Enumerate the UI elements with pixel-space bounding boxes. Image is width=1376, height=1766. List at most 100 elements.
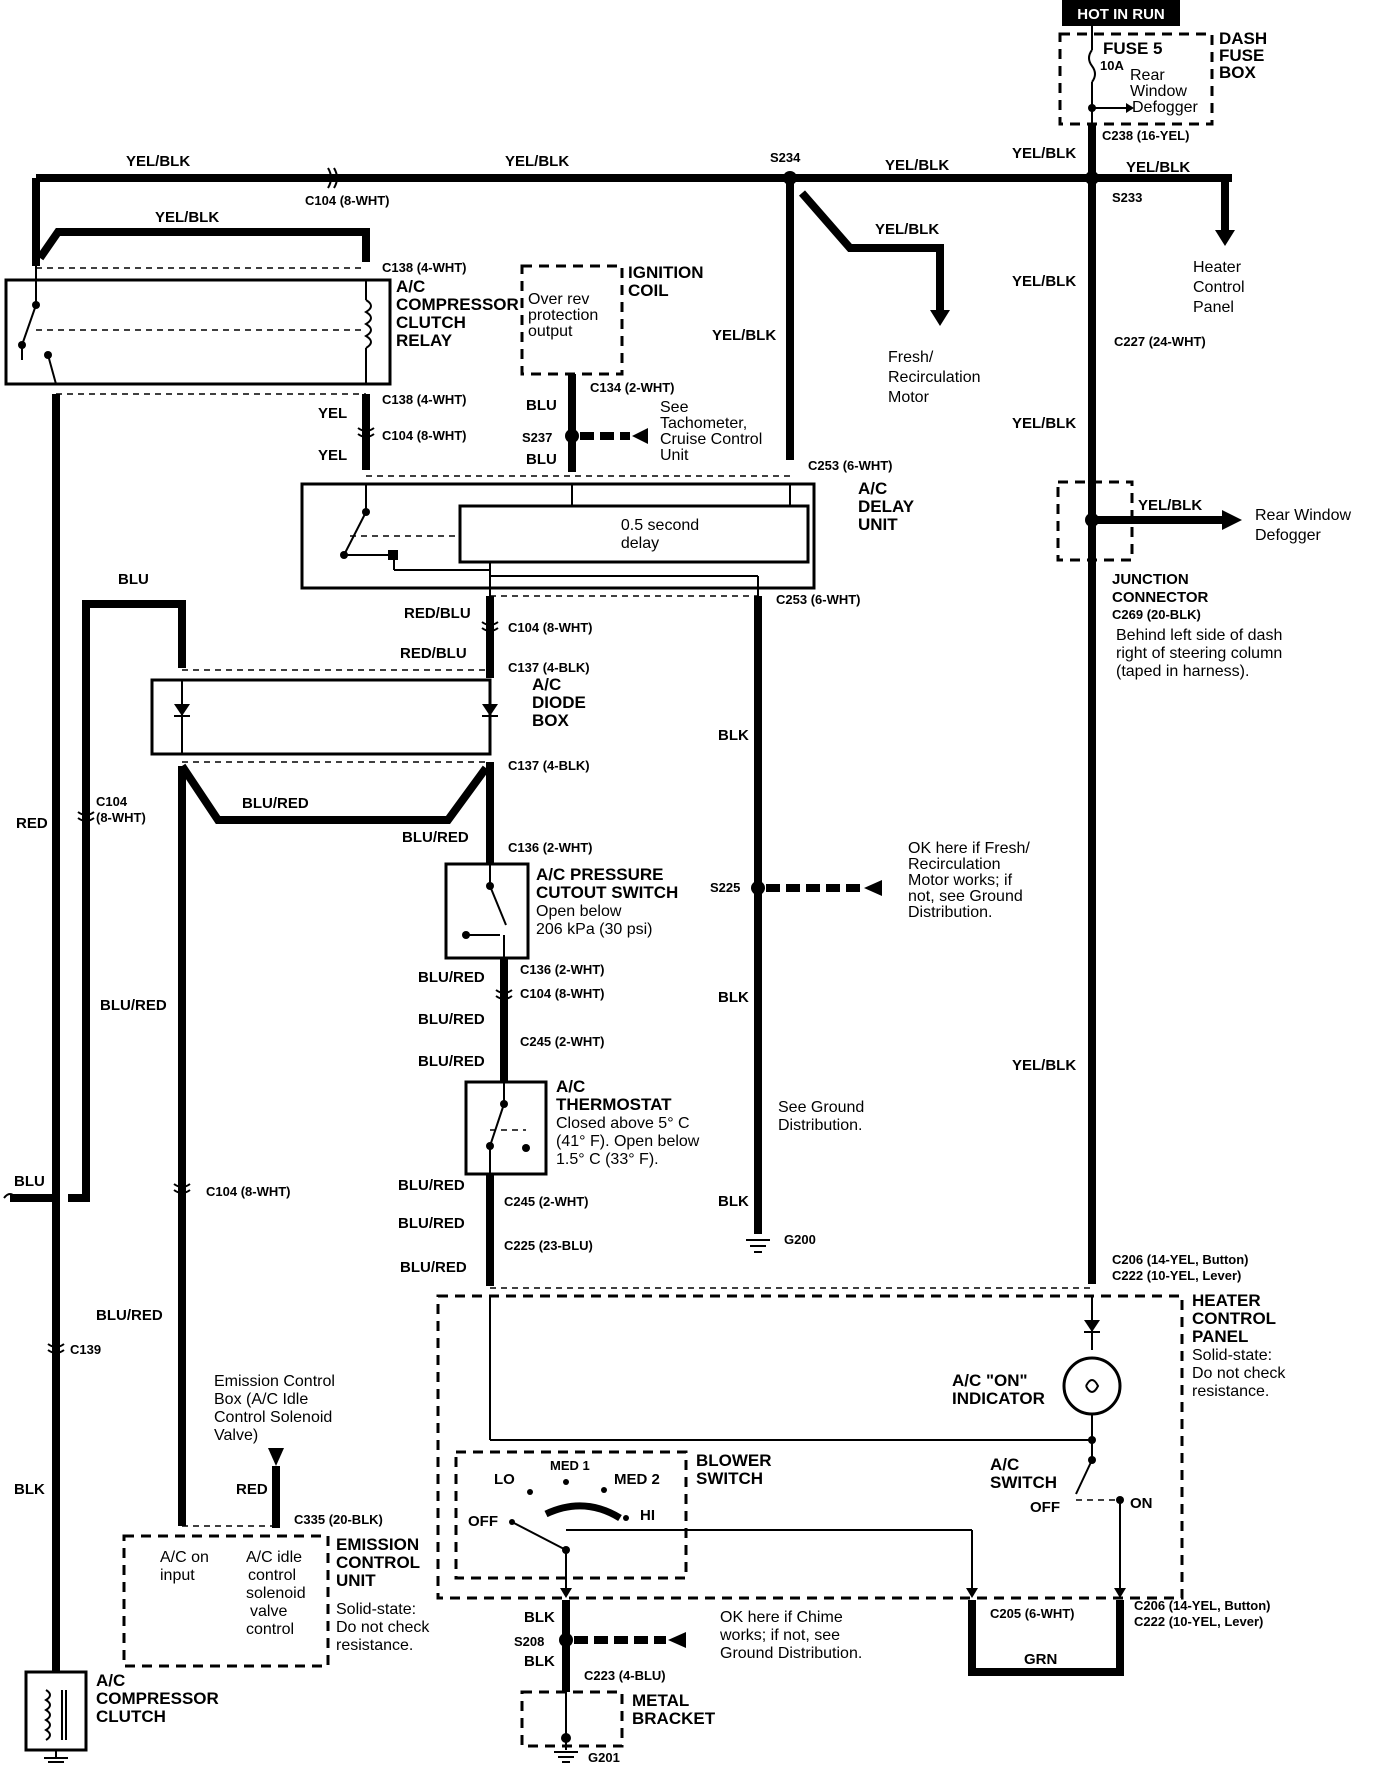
svg-text:BLU: BLU [118,571,149,588]
c138-top-label: C138 (4-WHT) [382,260,467,275]
svg-text:Control Solenoid: Control Solenoid [214,1409,332,1426]
svg-text:DIODE: DIODE [532,693,586,712]
svg-text:BLU/RED: BLU/RED [400,1259,467,1276]
c134-label: C134 (2-WHT) [590,380,675,395]
fuse-symbol [1088,49,1096,83]
svg-text:Open below: Open below [536,903,622,920]
svg-text:CONTROL: CONTROL [1192,1309,1276,1328]
compressor-clutch-label: A/C [96,1671,125,1690]
svg-text:Motor: Motor [888,389,930,406]
fuse-5-label: FUSE 5 [1103,39,1163,58]
c104-redblu-label: C104 (8-WHT) [508,620,593,635]
svg-text:BLU/RED: BLU/RED [418,1053,485,1070]
svg-text:RELAY: RELAY [396,331,453,350]
svg-text:Fresh/: Fresh/ [888,349,934,366]
ac-delay-unit-label: A/C [858,479,887,498]
svg-text:BLU/RED: BLU/RED [100,997,167,1014]
svg-text:YEL/BLK: YEL/BLK [875,221,939,238]
c139-label: C139 [70,1342,101,1357]
ground-symbol-g200 [746,1239,770,1253]
svg-text:A/C idle: A/C idle [246,1549,302,1566]
ac-diode-box [150,678,492,756]
svg-text:control: control [246,1621,294,1638]
svg-text:See Ground: See Ground [778,1099,864,1116]
svg-text:not, see Ground: not, see Ground [908,888,1023,905]
pressure-switch-label: A/C PRESSURE [536,865,664,884]
svg-text:Do not check: Do not check [336,1619,430,1636]
svg-text:solenoid: solenoid [246,1585,306,1602]
svg-text:S208: S208 [514,1634,544,1649]
svg-text:COMPRESSOR: COMPRESSOR [96,1689,219,1708]
junction-connector-box [1056,480,1134,562]
svg-text:(8-WHT): (8-WHT) [96,810,146,825]
svg-text:BLU/RED: BLU/RED [242,795,309,812]
svg-text:BLK: BLK [524,1609,555,1626]
svg-text:YEL: YEL [318,447,347,464]
c104-top-label: C104 (8-WHT) [305,193,390,208]
svg-text:Control: Control [1193,279,1245,296]
svg-text:BLK: BLK [718,727,749,744]
svg-text:delay: delay [621,535,659,552]
svg-text:valve: valve [250,1603,287,1620]
c245-bot-label: C245 (2-WHT) [504,1194,589,1209]
svg-text:BLK: BLK [718,989,749,1006]
svg-text:protection: protection [528,307,598,324]
svg-text:0.5 second: 0.5 second [621,517,699,534]
ac-switch-label: A/C [990,1455,1019,1474]
svg-text:OK here if Fresh/: OK here if Fresh/ [908,840,1030,857]
c253-top-label: C253 (6-WHT) [808,458,893,473]
svg-text:BLK: BLK [14,1481,45,1498]
svg-text:BLU/RED: BLU/RED [402,829,469,846]
svg-text:Ground Distribution.: Ground Distribution. [720,1645,862,1662]
svg-text:Motor works; if: Motor works; if [908,872,1013,889]
c205-label: C205 (6-WHT) [990,1606,1075,1621]
svg-text:Rear: Rear [1130,67,1165,84]
svg-text:COIL: COIL [628,281,669,300]
svg-text:BLK: BLK [718,1193,749,1210]
svg-text:BOX: BOX [1219,63,1257,82]
c104-mid-label: C104 (8-WHT) [520,986,605,1001]
svg-text:UNIT: UNIT [858,515,898,534]
svg-text:OFF: OFF [468,1513,498,1530]
svg-text:LO: LO [494,1471,515,1488]
svg-text:Distribution.: Distribution. [778,1117,862,1134]
svg-text:YEL/BLK: YEL/BLK [126,153,190,170]
c253-bot-label: C253 (6-WHT) [776,592,861,607]
svg-text:BLK: BLK [524,1653,555,1670]
svg-text:BLU: BLU [526,397,557,414]
svg-text:Closed above 5° C: Closed above 5° C [556,1115,690,1132]
svg-text:Recirculation: Recirculation [888,369,980,386]
svg-text:YEL/BLK: YEL/BLK [1012,145,1076,162]
c238-label: C238 (16-YEL) [1102,128,1189,143]
svg-text:(taped in harness).: (taped in harness). [1116,663,1249,680]
g200-label: G200 [784,1232,816,1247]
metal-bracket [520,1690,624,1748]
svg-text:output: output [528,323,573,340]
svg-text:BRACKET: BRACKET [632,1709,716,1728]
svg-text:ON: ON [1130,1495,1153,1512]
svg-text:RED: RED [16,815,48,832]
c227-label: C227 (24-WHT) [1114,334,1206,349]
svg-text:1.5° C (33° F).: 1.5° C (33° F). [556,1151,659,1168]
svg-text:Valve): Valve) [214,1427,258,1444]
svg-text:DELAY: DELAY [858,497,915,516]
delay-timer-box [458,504,810,564]
svg-text:Window: Window [1130,83,1187,100]
svg-text:right of steering column: right of steering column [1116,645,1282,662]
rear-window-defogger-label: Rear Window [1255,507,1351,524]
svg-text:Defogger: Defogger [1255,527,1321,544]
svg-text:MED 2: MED 2 [614,1471,660,1488]
c104-long-label: C104 (8-WHT) [206,1184,291,1199]
svg-text:Over rev: Over rev [528,291,589,308]
relay-label: A/C [396,277,425,296]
svg-text:RED: RED [236,1481,268,1498]
svg-text:OK here if Chime: OK here if Chime [720,1609,843,1626]
c138-bot-label: C138 (4-WHT) [382,392,467,407]
ac-thermostat [464,1080,548,1176]
svg-text:Unit: Unit [660,447,689,464]
c223-label: C223 (4-BLU) [584,1668,666,1683]
svg-text:YEL/BLK: YEL/BLK [885,157,949,174]
svg-text:CONNECTOR: CONNECTOR [1112,589,1209,606]
c206-top-label: C206 (14-YEL, Button) [1112,1252,1249,1267]
